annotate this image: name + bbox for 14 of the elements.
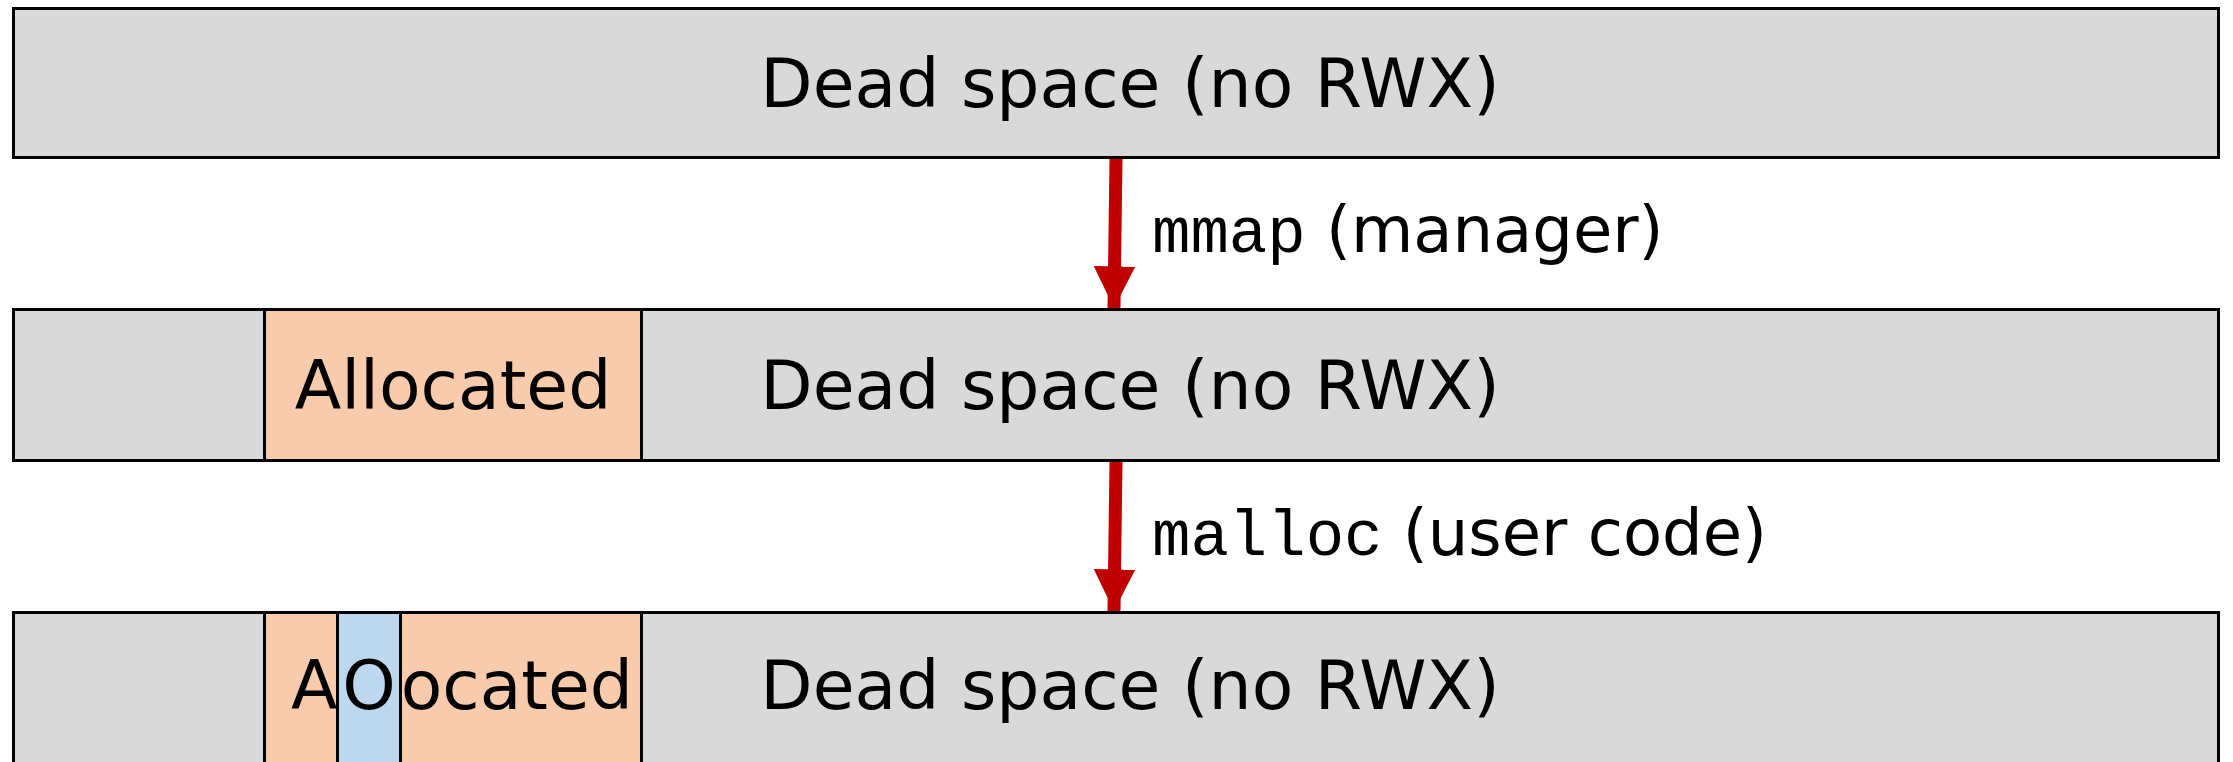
arrow	[1093, 461, 1136, 612]
memory-band	[12, 611, 2220, 762]
allocated-block	[263, 308, 643, 462]
memory-band	[12, 308, 2220, 462]
block-label: Allocated	[294, 352, 612, 420]
memory-band	[12, 7, 2220, 159]
block-label: A	[291, 652, 338, 720]
allocated-block	[263, 611, 643, 762]
block-label: ocated	[400, 652, 633, 720]
user-allocation-block	[336, 611, 402, 762]
edge-label: malloc (user code)	[1152, 500, 1767, 570]
block-label: O	[342, 652, 396, 720]
arrow	[1093, 158, 1136, 309]
edge-label: mmap (manager)	[1152, 197, 1664, 267]
